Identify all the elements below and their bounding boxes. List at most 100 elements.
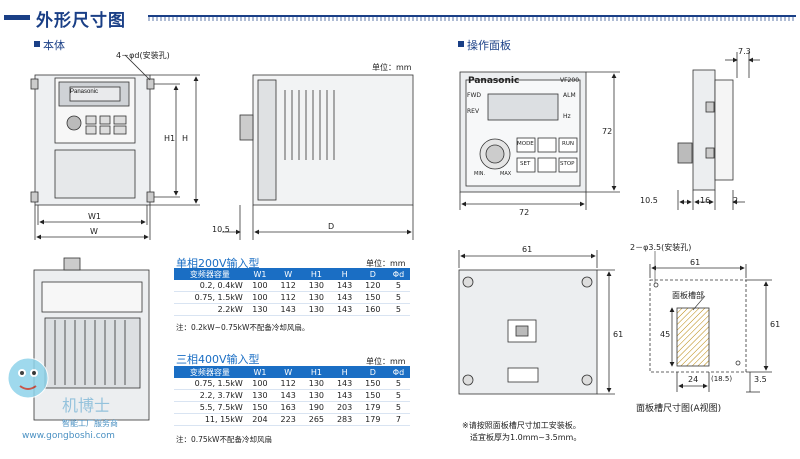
inverter-front-view	[30, 54, 200, 240]
col-header: W1	[245, 268, 275, 280]
front-brand-text: Panasonic	[70, 89, 98, 95]
table-cell: 143	[330, 303, 359, 316]
cutout-slot-label: 面板槽部	[672, 291, 704, 300]
panel-dim-10-5: 10.5	[640, 196, 658, 205]
table-cell: 130	[302, 378, 331, 390]
page-title: 外形尺寸图	[36, 11, 126, 31]
panel-min: MIN.	[474, 171, 486, 177]
table200-unit: 单位：mm	[366, 259, 406, 268]
table-cell: 5	[386, 280, 410, 292]
panel-note-line1: ※请按照面板槽尺寸加工安装板。	[462, 421, 581, 430]
table200-note: 注：0.2kW~0.75kW不配备冷却风扇。	[176, 323, 310, 332]
table-cell: 150	[358, 291, 387, 304]
table200-title: 单相200V输入型	[176, 257, 260, 270]
panel-dim-2: 2	[733, 196, 739, 205]
col-header: 变频器容量	[174, 366, 246, 378]
col-header: Φd	[386, 366, 410, 378]
dim-w1: W1	[88, 212, 101, 221]
table-row: 0.2, 0.4kW 100 112 130 143 120 5	[174, 280, 410, 292]
table-cell: 130	[302, 303, 331, 316]
table-cell: 143	[274, 303, 303, 316]
table-cell: 2.2, 3.7kW	[174, 389, 246, 402]
cutout-dim-45: 45	[660, 330, 671, 339]
table400-note: 注：0.75kW不配备冷却风扇	[176, 435, 272, 444]
table-cell: 223	[274, 413, 303, 426]
panel-run-key: RUN	[562, 141, 574, 147]
panel-rev: REV	[467, 108, 480, 115]
cutout-dim-61-side: 61	[770, 320, 781, 329]
table-cell: 160	[358, 303, 387, 316]
panel-back-view	[458, 250, 615, 395]
table-cell: 265	[302, 413, 331, 426]
cutout-dim-3-5: 3.5	[754, 375, 767, 384]
panel-hz: Hz	[563, 113, 571, 120]
table-cell: 5	[386, 401, 410, 414]
inverter-side-view	[222, 74, 414, 240]
panel-alm: ALM	[563, 92, 576, 99]
table-cell: 143	[330, 378, 359, 390]
table-cell: 130	[245, 303, 275, 316]
table-cell: 130	[302, 389, 331, 402]
table-header-row: 变频器容量 W1 W H1 H D Φd	[174, 366, 410, 378]
table-cell: 5	[386, 303, 410, 316]
inverter-bottom-view	[33, 257, 150, 421]
table-row: 5.5, 7.5kW 150 163 190 203 179 5	[174, 401, 410, 414]
cutout-dim-61-top: 61	[690, 258, 701, 267]
panel-stop-key: STOP	[560, 161, 575, 167]
table-cell: 130	[302, 291, 331, 304]
dim-offset: 10.5	[212, 225, 230, 234]
body-unit: 单位：mm	[372, 63, 412, 72]
table-cell: 100	[245, 291, 275, 304]
section-bullet-icon	[458, 41, 464, 47]
col-header: 变频器容量	[174, 268, 246, 280]
table-cell: 0.75, 1.5kW	[174, 291, 246, 304]
table-cell: 203	[330, 401, 359, 414]
hole-note: 4－φd(安装孔)	[116, 51, 170, 60]
table-cell: 120	[358, 280, 387, 292]
watermark-logo	[7, 357, 49, 399]
table-cell: 150	[358, 378, 387, 390]
cutout-dim-24: 24	[688, 375, 699, 384]
table-cell: 204	[245, 413, 275, 426]
panel-model: VF200	[560, 77, 580, 84]
panel-side-view	[677, 52, 760, 210]
col-header: H1	[302, 268, 331, 280]
cutout-dim-18-5: (18.5)	[711, 375, 733, 383]
panel-fwd: FWD	[467, 92, 482, 99]
table-cell: 5	[386, 389, 410, 402]
table400-title: 三相400V输入型	[176, 353, 260, 366]
col-header: W1	[245, 366, 275, 378]
col-header: H	[330, 366, 359, 378]
table-cell: 11, 15kW	[174, 413, 246, 426]
panel-dim-7-3: 7.3	[738, 47, 751, 56]
col-header: D	[358, 268, 387, 280]
dim-d: D	[328, 222, 335, 231]
table200: 变频器容量 W1 W H1 H D Φd 0.2, 0.4kW 100 112 …	[174, 268, 410, 316]
table-cell: 179	[358, 413, 387, 426]
panel-mode-key: MODE	[517, 141, 534, 147]
table-cell: 0.2, 0.4kW	[174, 280, 246, 292]
dim-w: W	[90, 227, 98, 236]
title-accent-bar	[4, 15, 30, 20]
table-cell: 100	[245, 280, 275, 292]
title-stripe	[148, 17, 796, 21]
col-header: Φd	[386, 268, 410, 280]
table-cell: 112	[274, 291, 303, 304]
table400-unit: 单位：mm	[366, 357, 406, 366]
table-cell: 150	[358, 389, 387, 402]
watermark-url: www.gongboshi.com	[22, 431, 115, 441]
panel-max: MAX	[500, 171, 512, 177]
back-dim-61-top: 61	[522, 245, 533, 254]
table-cell: 143	[330, 389, 359, 402]
table-cell: 5	[386, 291, 410, 304]
table-cell: 0.75, 1.5kW	[174, 378, 246, 390]
table-cell: 7	[386, 413, 410, 426]
table-cell: 150	[245, 401, 275, 414]
panel-brand: Panasonic	[468, 76, 520, 86]
back-dim-61-side: 61	[613, 330, 624, 339]
col-header: D	[358, 366, 387, 378]
table-row: 0.75, 1.5kW 100 112 130 143 150 5	[174, 378, 410, 390]
table-cell: 5.5, 7.5kW	[174, 401, 246, 414]
table-header-row: 变频器容量 W1 W H1 H D Φd	[174, 268, 410, 280]
